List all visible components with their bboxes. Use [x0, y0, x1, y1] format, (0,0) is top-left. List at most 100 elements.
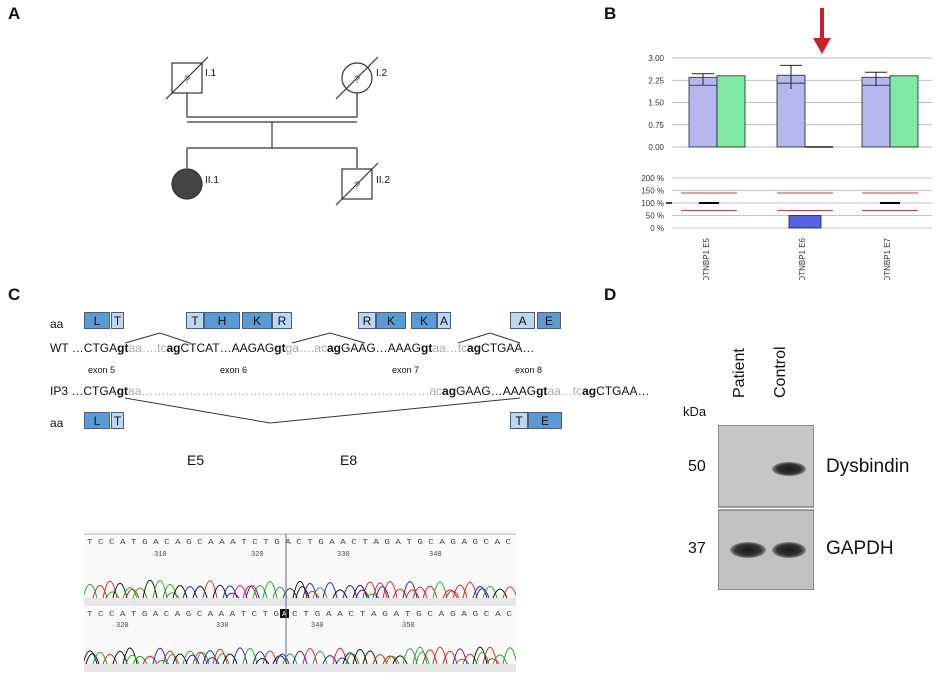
- lane-label-control: Control: [772, 346, 789, 398]
- aa-box: E: [537, 312, 561, 329]
- band-gapdh-control: [772, 542, 806, 558]
- chromatogram-peak: [205, 657, 220, 665]
- chromatogram-variant-base: A: [282, 611, 287, 619]
- chromatogram-peak: [442, 650, 458, 665]
- aa-box: K: [376, 312, 406, 329]
- chromatogram-peak: [312, 650, 328, 665]
- pedigree-individual-ii1: [171, 168, 203, 200]
- chromatogram-peak: [212, 584, 228, 599]
- ip3-sequence-row: IP3 …CTGAgtaa………………………………………………………………aca…: [50, 384, 650, 398]
- panel-label-a: A: [8, 4, 21, 23]
- chromatogram-peak: [192, 585, 208, 599]
- panel-label-c: C: [8, 285, 21, 304]
- chromatogram-peak: [242, 585, 258, 599]
- chromatogram-top-pos-310: 310: [154, 551, 167, 559]
- kda-label: kDa: [683, 404, 707, 419]
- chromatogram-peak: [292, 580, 308, 599]
- chromatogram-peak: [165, 654, 180, 665]
- e5-label: E5: [187, 452, 205, 468]
- aa-box: H: [204, 312, 240, 329]
- aa-box: T: [186, 312, 204, 329]
- wt-sequence-row: WT …CTGAgtaa….tcagCTCAT…AAGAGgtga….acagG…: [50, 341, 535, 355]
- copy-number-chart: 3.002.251.500.750.00 200 %150 %100 %50 %…: [641, 8, 932, 280]
- y-tick-label: 2.25: [648, 76, 664, 85]
- ip3-label: IP3: [50, 384, 69, 398]
- bar-series1: [861, 76, 891, 148]
- aa-box: L: [84, 412, 110, 429]
- chromatogram-peak: [105, 591, 120, 599]
- chromatogram-peak: [185, 654, 200, 665]
- chromatogram-peak: [502, 647, 516, 665]
- chromatogram-peak: [432, 646, 448, 665]
- y-tick-label: 100 %: [641, 199, 664, 208]
- chromatogram-peak: [452, 584, 468, 599]
- lane-label-patient: Patient: [731, 348, 748, 398]
- bar-series1: [688, 76, 718, 148]
- aa-row-label-bottom: aa: [50, 416, 64, 430]
- chromatogram-peak: [172, 653, 188, 665]
- chromatogram-peak: [215, 653, 230, 665]
- aa-box: K: [242, 312, 272, 329]
- chromatogram-peak: [242, 647, 258, 665]
- svg-text:?: ?: [354, 74, 360, 86]
- chromatogram-peak: [302, 648, 318, 665]
- chromatogram-peak: [402, 581, 418, 599]
- chromatogram-top-pos-320: 320: [251, 551, 264, 559]
- chromatogram-peak: [282, 588, 298, 599]
- chromatogram-peak: [252, 585, 268, 599]
- chromatogram-peak: [192, 651, 208, 665]
- chromatogram-peak: [142, 655, 158, 665]
- aa-box: T: [510, 412, 528, 429]
- chromatogram-peak: [472, 646, 488, 665]
- chromatogram-peak: [372, 582, 388, 599]
- chromatogram-bottom-sequence-right: C T G A A C T A G A T G C A G A G C A C: [292, 611, 512, 619]
- chromatogram-peak: [445, 590, 460, 599]
- chromatogram-peak: [365, 593, 380, 599]
- chromatogram-peak: [102, 654, 118, 665]
- chromatogram-peak: [92, 585, 108, 599]
- pedigree-label-ii2: II.2: [376, 175, 390, 186]
- chromatogram-peak: [312, 587, 328, 599]
- pedigree-chart: ? ? ?: [165, 56, 379, 206]
- pedigree-individual-ii2: ?: [335, 162, 379, 206]
- chromatogram-peak: [132, 587, 148, 599]
- chromatogram-peak: [122, 587, 138, 599]
- chromatogram-peak: [412, 646, 428, 665]
- chromatogram-peak: [362, 581, 378, 599]
- chromatogram-peak: [412, 586, 428, 599]
- chromatogram-peak: [245, 585, 260, 599]
- svg-text:?: ?: [354, 180, 360, 192]
- aa-box: T: [111, 412, 124, 429]
- chromatogram-peak: [452, 648, 468, 665]
- chromatogram-top-pos-340: 340: [429, 551, 442, 559]
- splice-lines: [124, 332, 521, 424]
- chromatogram-peak: [385, 655, 400, 665]
- chromatogram-bottom-pos-340: 340: [311, 622, 324, 630]
- chromatogram-peak: [155, 659, 170, 665]
- pedigree-individual-i2: ?: [335, 56, 379, 100]
- chromatogram-peak: [84, 583, 98, 599]
- chromatogram-peak: [255, 658, 270, 665]
- chromatogram-peak: [202, 580, 218, 599]
- x-tick-label: DTNBP1 E7: [883, 237, 892, 280]
- chromatogram-peak: [232, 647, 248, 665]
- chromatogram-peak: [182, 650, 198, 665]
- chromatogram-peak: [362, 650, 378, 665]
- band-gapdh-patient: [730, 542, 766, 558]
- chromatogram-peak: [392, 655, 408, 665]
- chromatogram-peak: [225, 592, 240, 599]
- chromatogram-peak: [402, 648, 418, 665]
- chromatogram-peak: [332, 589, 348, 599]
- chromatogram-peak: [482, 585, 498, 599]
- chromatogram-peak: [485, 658, 500, 665]
- protein-label-dysbindin: Dysbindin: [826, 456, 910, 477]
- ratio-bar: [788, 215, 822, 229]
- chromatogram-peak: [132, 655, 148, 665]
- chromatogram-peak: [492, 588, 508, 599]
- e8-label: E8: [340, 452, 358, 468]
- bar-series2: [716, 75, 746, 148]
- pedigree-individual-i1: ?: [165, 56, 209, 100]
- chromatogram-bottom-sequence-left: T C C A T G A C A G C A A A T C T G: [87, 611, 279, 619]
- y-tick-label: 50 %: [646, 212, 664, 221]
- chromatogram-peak: [472, 586, 488, 599]
